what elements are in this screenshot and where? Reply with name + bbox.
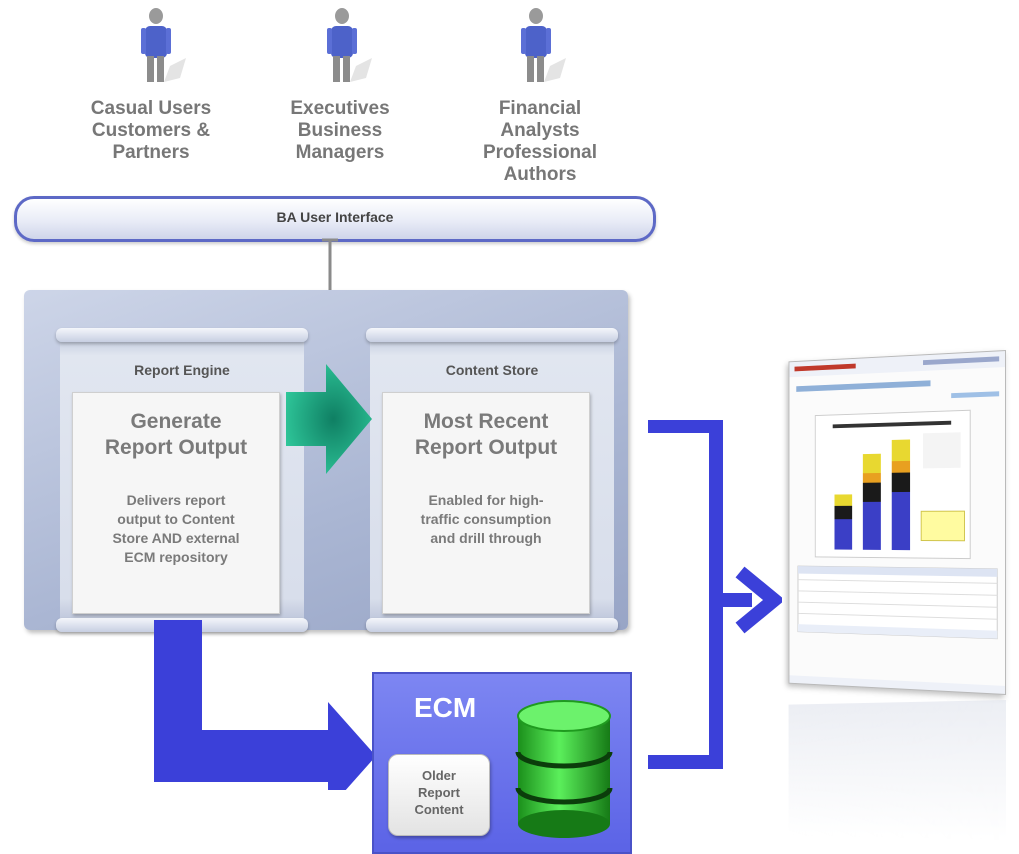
teal-arrow-icon	[286, 364, 372, 474]
person-icon	[521, 8, 566, 82]
report-engine-title: Report Engine	[134, 362, 230, 378]
report-preview-screen	[788, 350, 1006, 695]
ecm-repository: ECM Older Report Content	[372, 672, 632, 854]
person-icon	[327, 8, 372, 82]
ecm-label: ECM	[414, 692, 477, 723]
card-description: Delivers report output to Content Store …	[112, 492, 240, 565]
card-title: Most Recent Report Output	[414, 410, 558, 459]
blue-arrow-to-report-icon	[648, 420, 782, 769]
ba-user-interface-bar: BA User Interface	[14, 196, 656, 242]
older-report-content: Older Report Content	[388, 754, 490, 836]
ui-bar-label: BA User Interface	[276, 209, 394, 225]
older-content-label: Older Report Content	[414, 768, 464, 817]
content-store-title: Content Store	[445, 362, 539, 378]
user-label-casual: Casual Users Customers & Partners	[90, 98, 212, 163]
card-title: Generate Report Output	[104, 410, 248, 459]
generate-report-card: Generate Report Output Delivers report o…	[72, 392, 280, 614]
content-store-panel: Content Store Most Recent Report Output …	[366, 328, 618, 632]
blue-arrow-to-ecm-icon	[154, 620, 376, 790]
person-icon	[141, 8, 186, 82]
user-label-executives: Executives Business Managers	[290, 98, 390, 163]
report-preview-reflection	[788, 700, 1006, 840]
most-recent-report-card: Most Recent Report Output Enabled for hi…	[382, 392, 590, 614]
user-label-analysts: Financial Analysts Professional Authors	[482, 98, 598, 185]
database-icon	[515, 700, 613, 838]
connector-line	[322, 238, 338, 296]
card-description: Enabled for high- traffic consumption an…	[420, 492, 552, 546]
report-engine-panel: Report Engine Generate Report Output Del…	[56, 328, 308, 632]
report-preview-image	[789, 350, 1006, 695]
